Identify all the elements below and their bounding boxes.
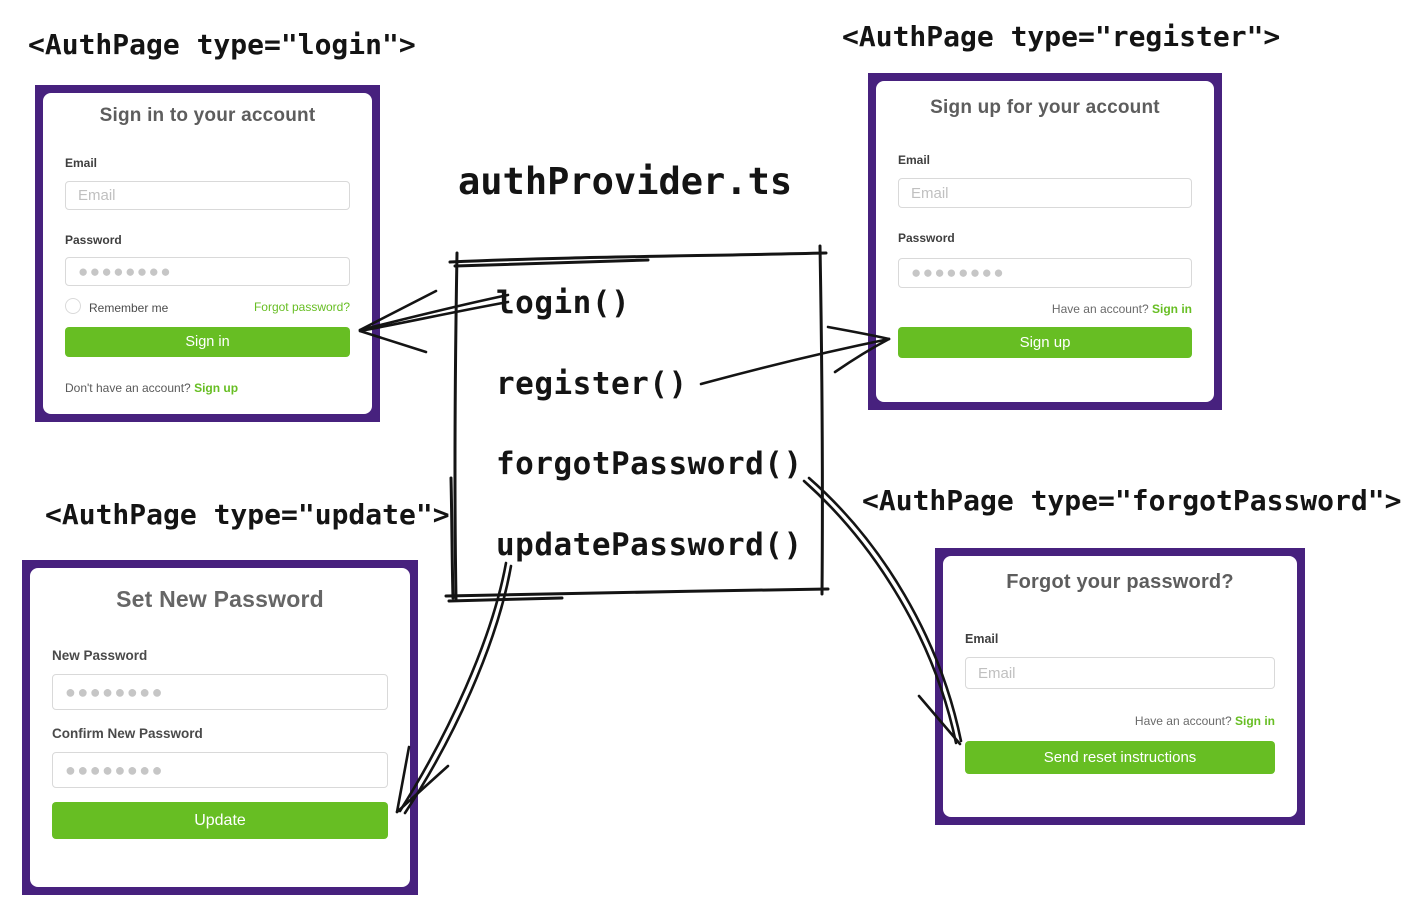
forgot-password-card: Forgot your password? Email Have an acco…	[935, 548, 1305, 825]
register-password-label: Password	[898, 231, 955, 245]
forgot-card-title: Forgot your password?	[1006, 571, 1234, 593]
authpage-update-tag: <AuthPage type="update">	[45, 498, 450, 531]
confirm-new-password-label: Confirm New Password	[52, 726, 203, 741]
arrow-login-to-signin	[358, 289, 510, 354]
login-footer-text: Don't have an account?	[65, 381, 191, 395]
forgot-email-label: Email	[965, 632, 999, 646]
provider-fn-forgotpassword: forgotPassword()	[496, 446, 803, 482]
sign-up-link[interactable]: Sign up	[194, 381, 239, 395]
authpage-register-tag: <AuthPage type="register">	[842, 20, 1281, 53]
register-card: Sign up for your account Email Password …	[868, 73, 1222, 410]
login-card: Sign in to your account Email Password R…	[35, 85, 380, 422]
login-card-title: Sign in to your account	[99, 105, 316, 126]
register-email-label: Email	[898, 153, 931, 167]
login-password-label: Password	[65, 233, 122, 247]
register-card-body: Sign up for your account Email Password …	[876, 81, 1214, 402]
authpage-forgot-tag: <AuthPage type="forgotPassword">	[862, 484, 1402, 517]
register-sign-in-link[interactable]: Sign in	[1152, 302, 1192, 316]
login-card-body: Sign in to your account Email Password R…	[43, 93, 372, 414]
provider-fn-updatepassword: updatePassword()	[496, 527, 803, 563]
forgot-footer-text: Have an account?	[1134, 714, 1232, 728]
provider-fn-login: login()	[496, 285, 631, 321]
login-email-label: Email	[65, 156, 98, 170]
forgot-email-input[interactable]	[965, 657, 1275, 689]
register-email-input[interactable]	[898, 178, 1192, 208]
update-card-body: Set New Password New Password Confirm Ne…	[30, 568, 410, 887]
register-card-title: Sign up for your account	[930, 97, 1160, 118]
sign-in-button[interactable]: Sign in	[65, 327, 350, 357]
login-email-input[interactable]	[65, 181, 350, 210]
forgot-password-link[interactable]: Forgot password?	[253, 300, 350, 314]
new-password-label: New Password	[52, 648, 148, 663]
send-reset-instructions-button[interactable]: Send reset instructions	[965, 741, 1275, 774]
arrow-register-to-signup	[699, 325, 891, 386]
register-password-input[interactable]	[898, 258, 1192, 288]
new-password-input[interactable]	[52, 674, 388, 710]
register-footer: Have an account? Sign in	[1052, 302, 1192, 316]
register-footer-text: Have an account?	[1051, 302, 1149, 316]
login-password-input[interactable]	[65, 257, 350, 286]
provider-fn-register: register()	[496, 366, 688, 402]
authpage-login-tag: <AuthPage type="login">	[28, 28, 416, 61]
remember-me-checkbox[interactable]	[65, 298, 81, 314]
sign-up-button[interactable]: Sign up	[898, 327, 1192, 358]
update-button[interactable]: Update	[52, 802, 388, 839]
login-footer: Don't have an account? Sign up	[65, 381, 238, 395]
update-card-title: Set New Password	[116, 586, 324, 612]
forgot-sign-in-link[interactable]: Sign in	[1235, 714, 1275, 728]
forgot-card-body: Forgot your password? Email Have an acco…	[943, 556, 1297, 817]
update-password-card: Set New Password New Password Confirm Ne…	[22, 560, 418, 895]
confirm-new-password-input[interactable]	[52, 752, 388, 788]
provider-filename: authProvider.ts	[458, 160, 793, 203]
forgot-footer: Have an account? Sign in	[1135, 714, 1275, 728]
remember-me-label: Remember me	[89, 301, 169, 315]
